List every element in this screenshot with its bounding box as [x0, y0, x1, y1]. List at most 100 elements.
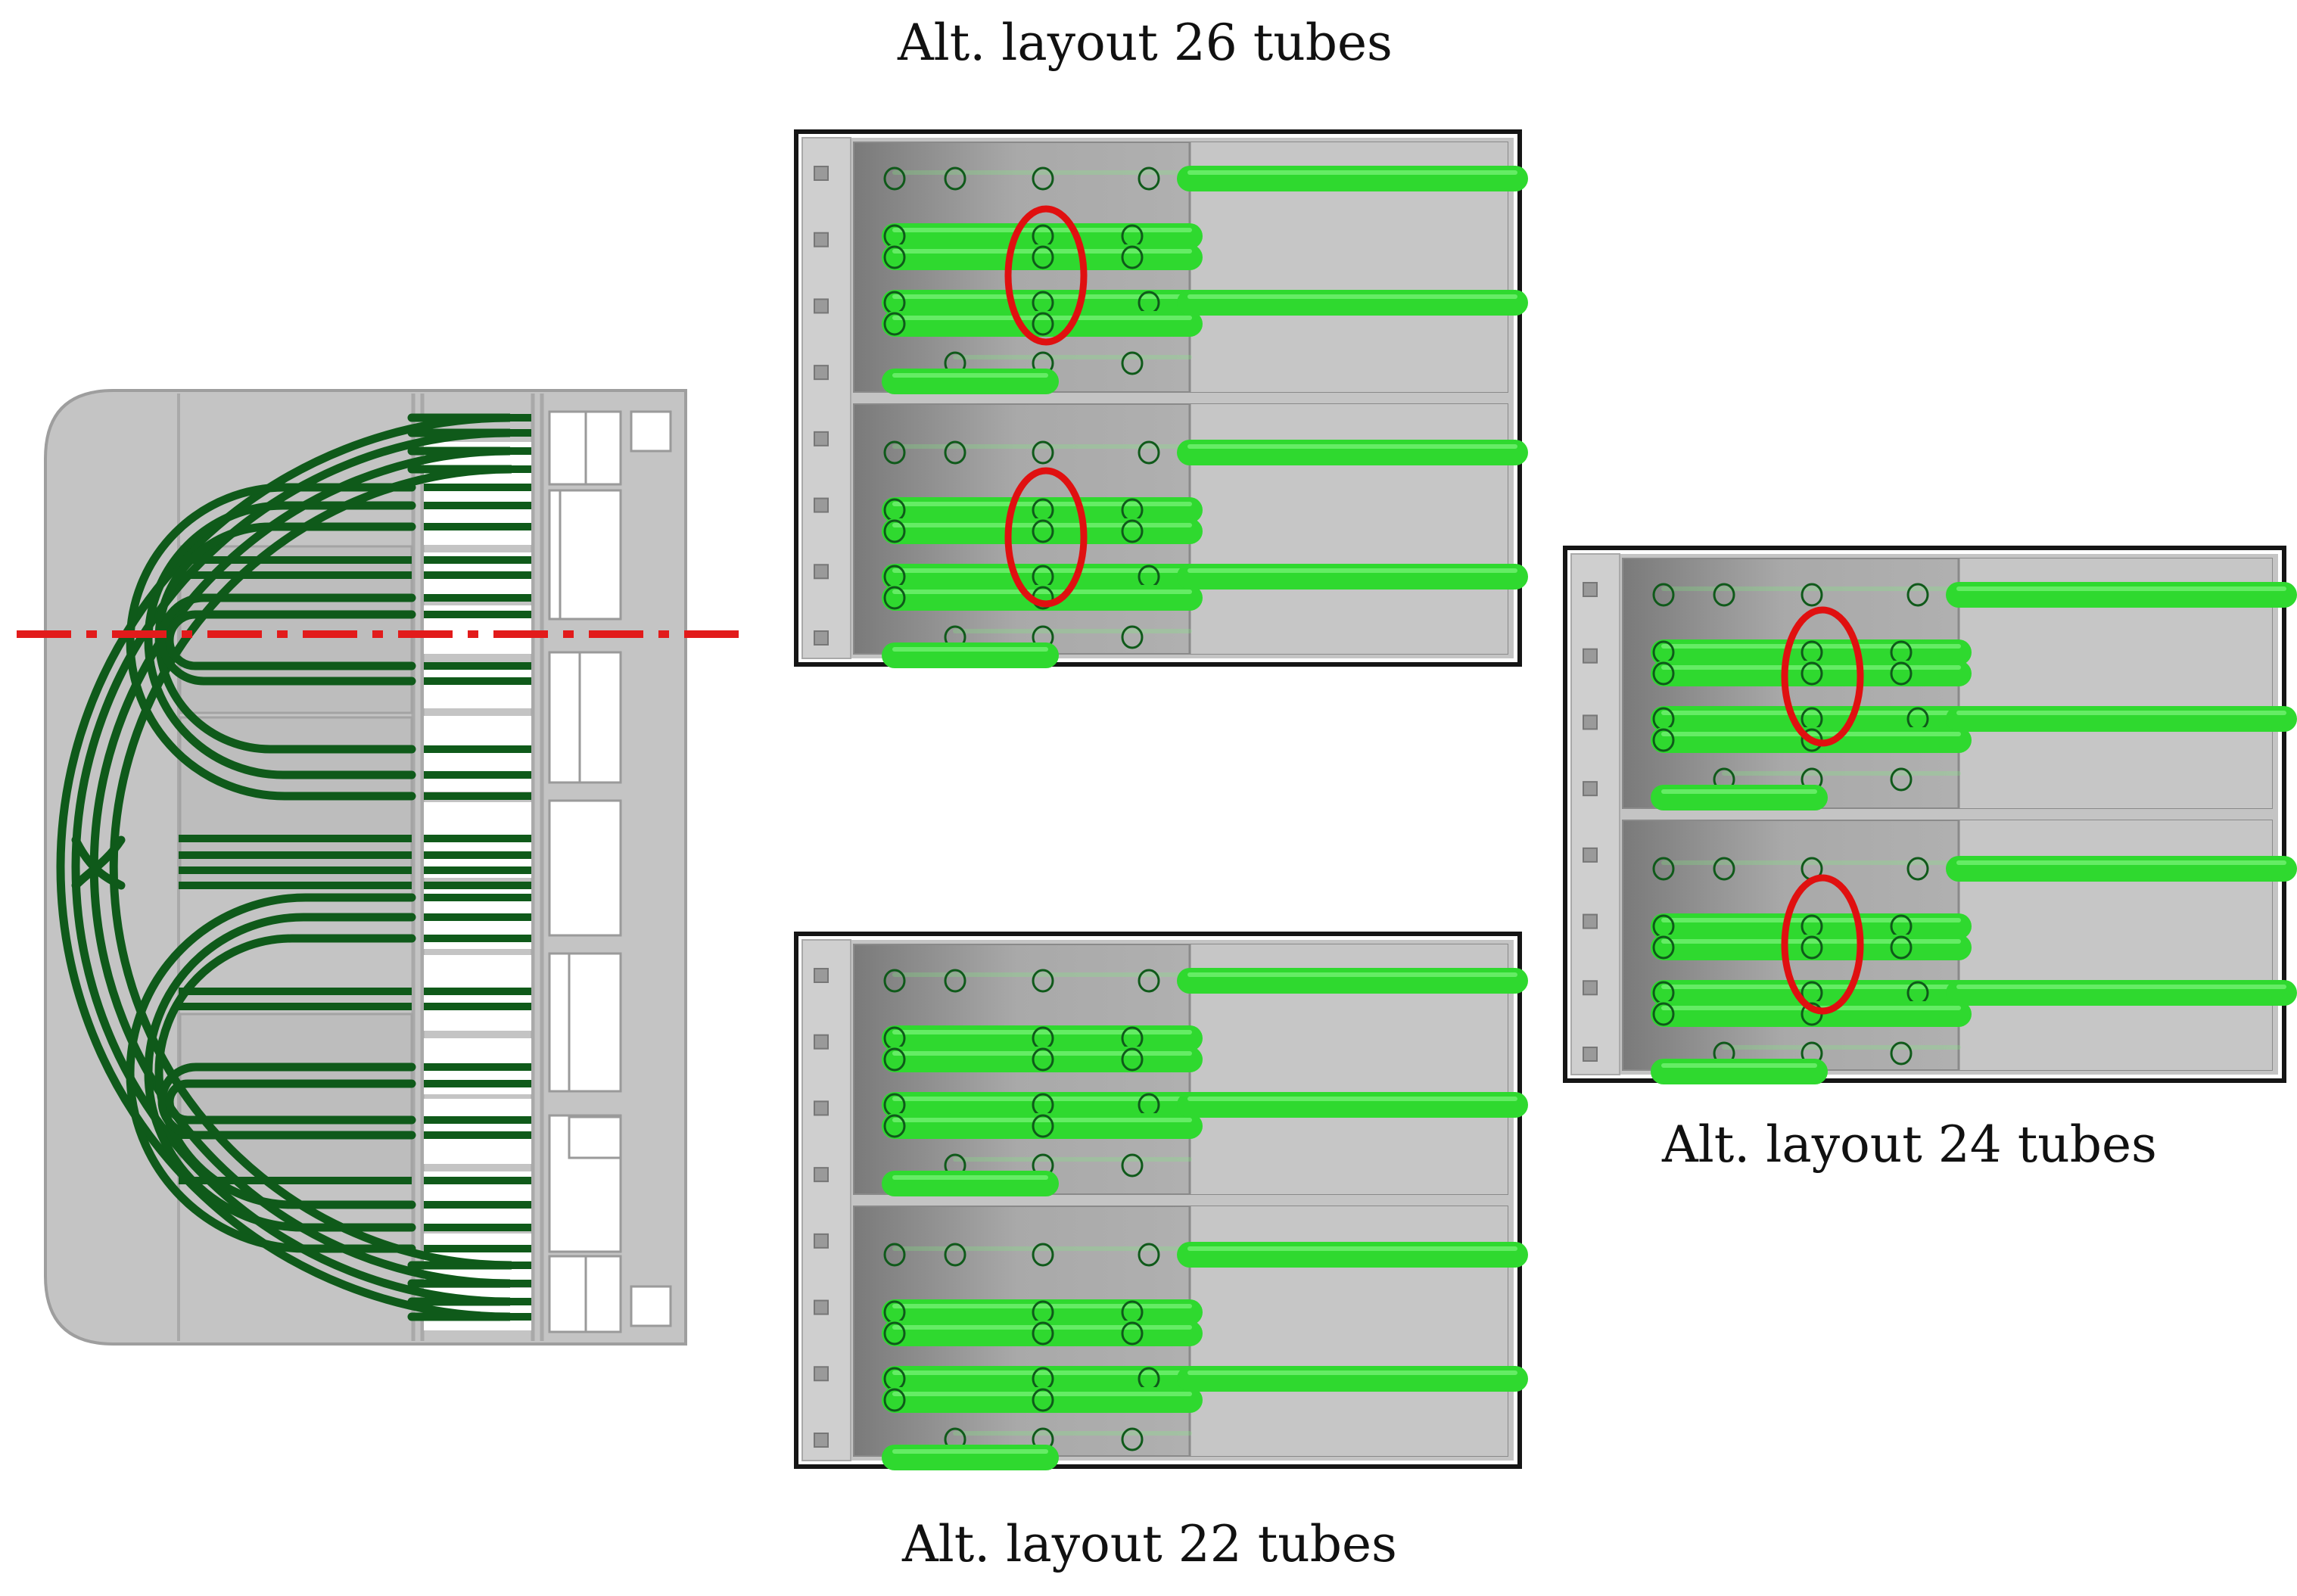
tube-loop: [126, 893, 416, 1253]
panel-layout-22-tubes: [794, 932, 1528, 1470]
port-marker: [814, 497, 829, 513]
tube-joint: [1032, 312, 1054, 336]
tube-joint: [1890, 1041, 1913, 1066]
tube-joint: [883, 440, 906, 465]
caption-layout-26-tubes: Alt. layout 26 tubes: [898, 14, 1393, 72]
tube-joint: [1121, 1427, 1144, 1451]
manifold-box: [578, 651, 622, 784]
tube-loop: [154, 934, 416, 1209]
highlight-ellipse: [1781, 874, 1864, 1015]
tube-joint: [1121, 519, 1144, 543]
tube-joint: [1801, 661, 1823, 686]
tube-loop: [157, 593, 416, 686]
tube-loop: [71, 428, 511, 1306]
tube-joint: [1121, 1047, 1144, 1072]
manifold-box: [559, 489, 622, 621]
manifold-box: [630, 1285, 672, 1327]
tube-joint: [1138, 969, 1160, 993]
highlight-ellipse: [1004, 467, 1088, 608]
manifold-box: [568, 1115, 622, 1159]
port-marker: [814, 564, 829, 580]
port-marker: [1583, 913, 1598, 929]
tube-joint: [1652, 583, 1675, 607]
tube-loop: [144, 501, 416, 779]
port-marker: [814, 232, 829, 247]
tube-joint: [1121, 1153, 1144, 1178]
tube-joint: [1890, 661, 1913, 686]
tube-joint: [1032, 1321, 1054, 1346]
tube-joint: [1032, 1243, 1054, 1267]
tube-joint: [1032, 1388, 1054, 1412]
port-marker: [814, 1433, 829, 1448]
tube-joint: [1138, 1243, 1160, 1267]
tube-joint: [883, 1114, 906, 1138]
tube-joint: [883, 586, 906, 610]
port-marker: [814, 1034, 829, 1050]
port-marker: [1583, 847, 1598, 863]
port-marker: [814, 1100, 829, 1116]
panel-header-strip: [1570, 553, 1620, 1075]
tube-joint: [1138, 440, 1160, 465]
port-marker: [814, 1366, 829, 1382]
tube-joint: [1713, 583, 1735, 607]
tube-loop: [56, 413, 511, 1321]
manifold-box: [584, 1255, 622, 1333]
white-channel: [424, 663, 531, 708]
highlight-ellipse: [1004, 205, 1088, 346]
tube-joint: [944, 166, 966, 191]
port-marker: [814, 298, 829, 314]
tube-joint: [1652, 1002, 1675, 1026]
panel-layout-26-tubes: [794, 129, 1528, 668]
tube-joint: [883, 1047, 906, 1072]
tube-joint: [1890, 935, 1913, 960]
port-marker: [814, 365, 829, 381]
tube-joint: [883, 969, 906, 993]
tube-joint: [1121, 625, 1144, 649]
tube-joint: [1652, 661, 1675, 686]
manifold-box: [568, 952, 622, 1093]
panel-header-strip: [801, 939, 851, 1461]
port-marker: [1583, 648, 1598, 664]
tube-joint: [1032, 440, 1054, 465]
tube-joint: [883, 519, 906, 543]
port-marker: [814, 431, 829, 446]
manifold-box: [584, 410, 622, 486]
tube-loop: [126, 483, 416, 801]
port-marker: [814, 1299, 829, 1315]
tube-joint: [1121, 351, 1144, 375]
inner-panel: [179, 1013, 413, 1182]
tube-joint: [1890, 767, 1913, 792]
port-marker: [1583, 1047, 1598, 1062]
port-marker: [814, 1233, 829, 1249]
tube-joint: [883, 245, 906, 269]
tube-joint: [1652, 728, 1675, 752]
tube-joint: [1652, 935, 1675, 960]
white-channel: [424, 487, 531, 545]
tube-joint: [944, 440, 966, 465]
tube-joint: [1032, 245, 1054, 269]
caption-layout-22-tubes: Alt. layout 22 tubes: [902, 1515, 1397, 1573]
tube-joint: [1032, 1114, 1054, 1138]
tube-loop: [109, 465, 512, 1270]
port-marker: [1583, 980, 1598, 996]
panel-header-strip: [801, 137, 851, 659]
port-marker: [1583, 582, 1598, 597]
tube-joint: [1906, 857, 1929, 881]
tube-joint: [944, 969, 966, 993]
highlight-ellipse: [1781, 606, 1864, 747]
tube-layout-overview: [44, 389, 687, 1346]
tube-joint: [1121, 1321, 1144, 1346]
port-marker: [814, 630, 829, 646]
tube-joint: [1032, 166, 1054, 191]
tube-loop: [165, 1079, 416, 1125]
manifold-box: [548, 799, 622, 937]
white-channel: [424, 716, 531, 792]
port-marker: [814, 166, 829, 181]
tube-joint: [883, 1243, 906, 1267]
panel-layout-24-tubes: [1563, 546, 2297, 1084]
tube-joint: [1138, 166, 1160, 191]
tube-joint: [944, 1243, 966, 1267]
tube-joint: [883, 166, 906, 191]
